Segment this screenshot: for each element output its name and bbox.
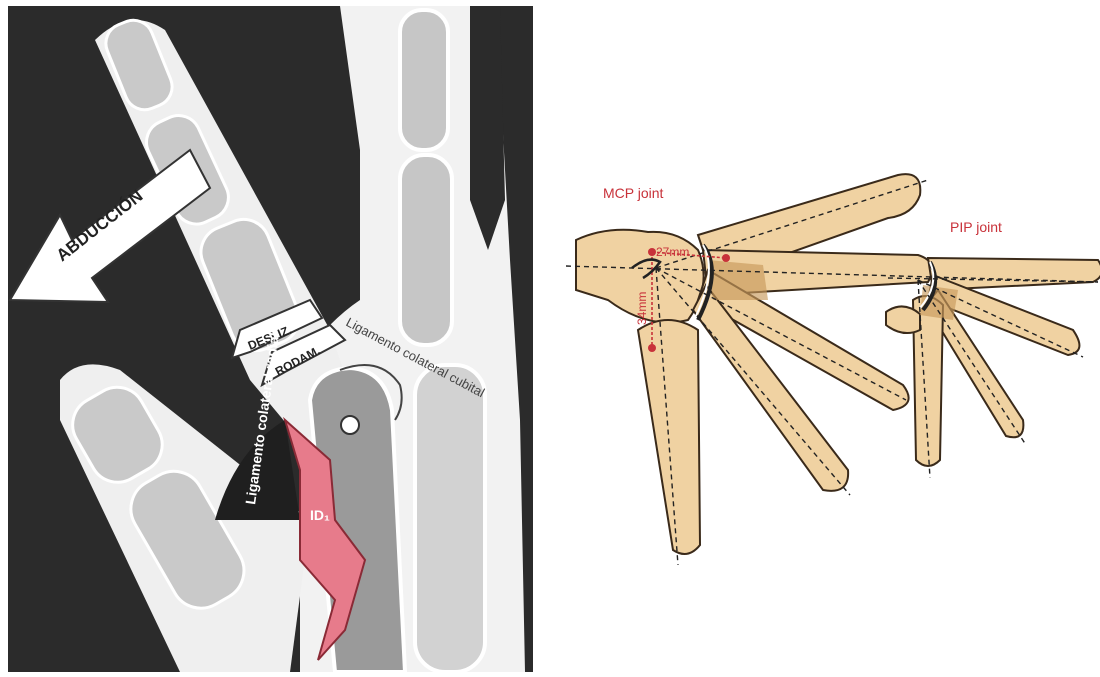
height-measure-label: 34mm	[635, 292, 649, 325]
joint-axis-marker	[341, 416, 359, 434]
middle-phalanx-distal	[400, 10, 448, 150]
width-measure-label: 27mm	[656, 245, 689, 259]
mcp-joint-label: MCP joint	[603, 185, 664, 201]
abduction-diagram: ABDUCCIÓN DESLIZ. RODAM. Ligamento colat…	[0, 0, 540, 677]
bone-motion-svg: 27mm 34mm MCP joint PIP joint	[548, 0, 1100, 677]
third-metacarpal	[415, 365, 485, 672]
middle-phalanx-proximal	[400, 155, 452, 345]
muscle-label: ID₁	[310, 507, 330, 523]
pip-joint-label: PIP joint	[950, 219, 1002, 235]
finger-cleft	[470, 6, 505, 250]
joint-rotation-diagram: 27mm 34mm MCP joint PIP joint	[548, 0, 1100, 677]
finger-abduction-illustration: ABDUCCIÓN DESLIZ. RODAM. Ligamento colat…	[0, 0, 540, 677]
